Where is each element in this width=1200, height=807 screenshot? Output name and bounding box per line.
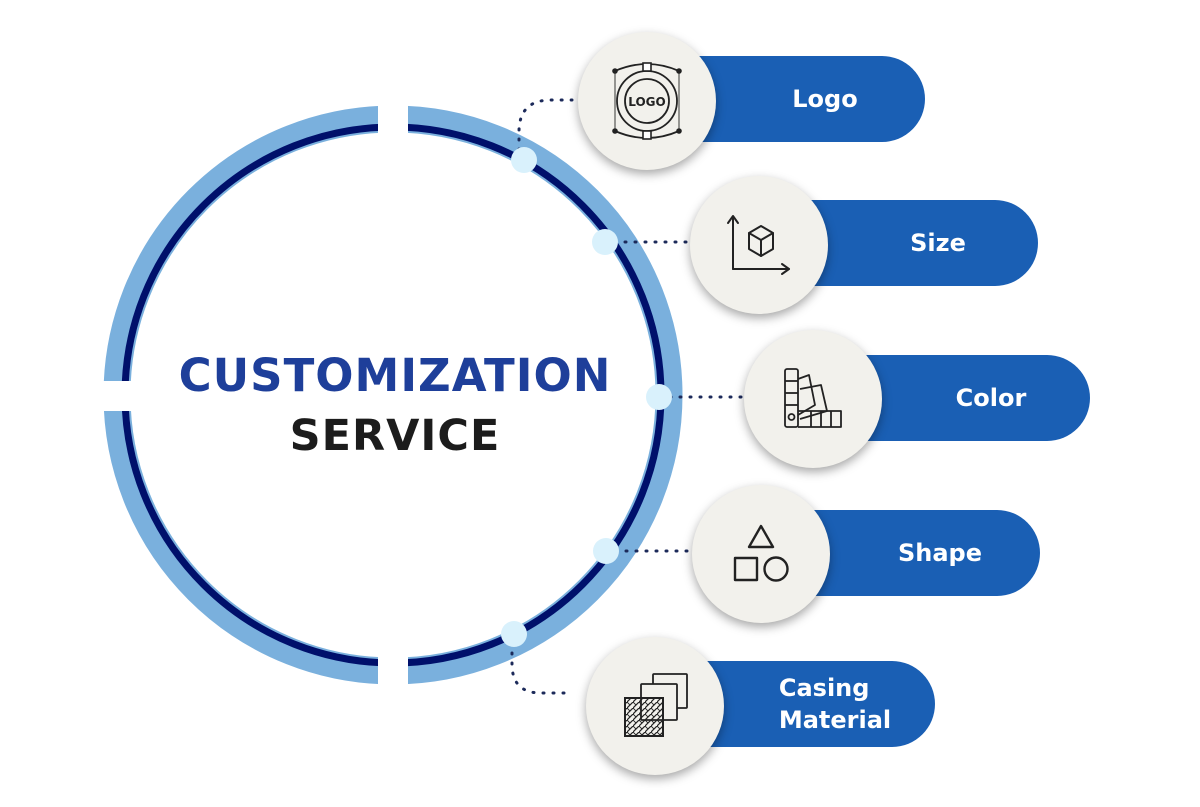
material-texture-icon <box>624 673 688 737</box>
ring-gap-bottom <box>378 646 408 690</box>
item-shape-label: Shape <box>897 539 983 567</box>
connector-logo <box>517 98 574 162</box>
item-casing-material-label: Casing Material <box>778 674 892 734</box>
item-logo-label: Logo <box>792 85 858 113</box>
item-color-badge <box>744 330 882 468</box>
size-dimension-icon <box>727 215 790 275</box>
title-primary: CUSTOMIZATION <box>178 349 612 402</box>
ring-node-size <box>592 229 618 255</box>
ring-node-casing-material <box>501 621 527 647</box>
item-logo-badge: LOGO <box>578 32 716 170</box>
shapes-icon <box>733 524 789 582</box>
item-casing-material-badge <box>586 637 724 775</box>
logo-icon-text: LOGO <box>628 95 665 109</box>
connector-casing-material <box>510 631 572 695</box>
title-secondary: SERVICE <box>289 411 501 461</box>
logo-design-icon: LOGO <box>612 62 682 140</box>
ring-node-shape <box>593 538 619 564</box>
item-color-label: Color <box>955 384 1027 412</box>
item-size-label: Size <box>910 229 966 257</box>
diagram-title: CUSTOMIZATION SERVICE <box>150 345 640 465</box>
ring-node-color <box>646 384 672 410</box>
item-size-badge <box>690 176 828 314</box>
item-shape-badge <box>692 485 830 623</box>
ring-node-logo <box>511 147 537 173</box>
ring-gap-top <box>378 100 408 144</box>
ring-gap-left <box>100 381 144 411</box>
color-palette-icon <box>784 368 842 428</box>
